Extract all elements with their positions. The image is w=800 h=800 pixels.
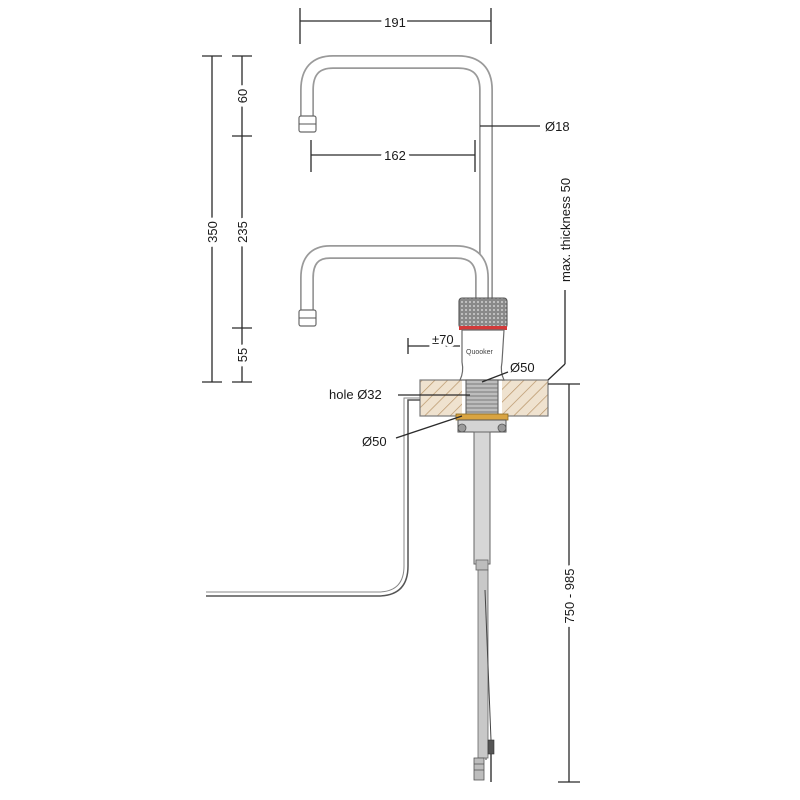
- dimension-162: 162: [310, 140, 476, 172]
- tap-column: [459, 329, 505, 381]
- washer: [455, 413, 509, 421]
- hole-label: hole Ø32: [329, 387, 382, 402]
- dimension-162-label: 162: [384, 148, 406, 163]
- base-diameter-bottom-label: Ø50: [362, 434, 387, 449]
- supply-tube: [473, 431, 491, 760]
- dimension-rotation: ±70: [407, 329, 460, 354]
- dimension-60-label: 60: [235, 89, 250, 103]
- dimension-235-label: 235: [235, 221, 250, 243]
- dimension-base-diameter-top: Ø50: [481, 360, 535, 383]
- upper-spout: [298, 55, 493, 300]
- dimension-55-label: 55: [235, 348, 250, 362]
- lower-spout: [298, 245, 489, 327]
- base-diameter-top-label: Ø50: [510, 360, 535, 375]
- dimension-350: 350: [201, 55, 224, 383]
- dimension-max-thickness: max. thickness 50: [547, 178, 573, 381]
- threaded-shank: [455, 379, 509, 433]
- dimension-segments: 60 235 55: [231, 55, 254, 383]
- rotation-label: ±70: [432, 332, 454, 347]
- dimension-191-label: 191: [384, 15, 406, 30]
- red-indicator-ring: [459, 326, 507, 330]
- dimension-hole: hole Ø32: [329, 387, 470, 402]
- brand-logo: Quooker: [466, 349, 494, 356]
- max-thickness-label: max. thickness 50: [558, 178, 573, 282]
- dimension-base-diameter-bottom: Ø50: [362, 415, 463, 449]
- dimension-pipe-diameter: Ø18: [480, 119, 570, 134]
- dimension-750-985: 750 - 985: [548, 383, 581, 783]
- tap-body: Quooker: [458, 297, 508, 381]
- pipe-diameter-label: Ø18: [545, 119, 570, 134]
- dimension-350-label: 350: [205, 221, 220, 243]
- dimension-191: 191: [299, 8, 492, 44]
- knurled-handle: [458, 297, 508, 329]
- dimension-750-985-label: 750 - 985: [562, 569, 577, 624]
- flexible-hose: [206, 399, 420, 597]
- hose-connectors: [473, 589, 495, 782]
